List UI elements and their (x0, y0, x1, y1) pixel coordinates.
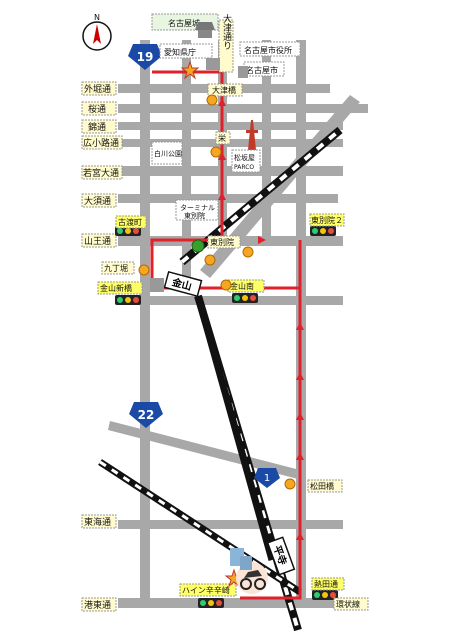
station-jingu-box (266, 536, 296, 576)
road-osu (118, 194, 338, 203)
road-nishiki (118, 122, 343, 130)
street-otsu: 大津通り (221, 13, 232, 50)
label-higashibetsuin: 東別院 (210, 237, 234, 247)
landmark-higashi-betsuin-temple: 東別院 (184, 211, 205, 220)
building-icon (150, 278, 164, 292)
route-arrow (218, 192, 226, 200)
landmarks: 名古屋城 愛知県庁 名古屋市役所 名古屋市 白川公園 松坂屋 PARCO ターミ… (151, 13, 301, 221)
tv-tower-icon (246, 120, 258, 150)
station-dot (284, 478, 296, 490)
route-arrow (296, 322, 304, 330)
route-arrow (218, 152, 226, 160)
road-diag-ne (200, 95, 360, 278)
landmark-nagoya-castle-alt: 名古屋市 (246, 65, 278, 75)
landmark-terrace: ターミナル (180, 203, 215, 212)
road-kanayama (118, 296, 343, 305)
label-otsubashi: 大津橋 (212, 85, 236, 95)
station-dot (242, 246, 254, 258)
station-dot (206, 94, 218, 106)
route-arrow (296, 532, 304, 540)
route-arrow (296, 412, 304, 420)
roads (108, 40, 368, 608)
route-arrow (296, 452, 304, 460)
label-kanayama-minami: 金山南 (230, 281, 254, 291)
landmark-aichi-pref: 愛知県庁 (164, 47, 196, 57)
landmark-nagoya-castle: 名古屋城 (168, 18, 200, 28)
street-osu: 大須通 (84, 195, 111, 207)
route-arrow (258, 236, 266, 244)
traffic-lights (115, 226, 338, 608)
station-kanayama-box (163, 270, 203, 298)
road-sakura (118, 104, 368, 113)
street-sanno: 山王通 (84, 236, 111, 247)
route-sign-22: 22 (129, 402, 163, 428)
label-kanayama-shin: 金山新橋 (100, 283, 132, 293)
label-sakae: 栄 (218, 133, 226, 143)
vertical-street-label: 大津通り (218, 13, 234, 73)
svg-text:22: 22 (138, 408, 155, 422)
street-wakamiya: 若宮大通 (83, 167, 119, 179)
traffic-light-icon (232, 293, 258, 303)
station-dot (138, 264, 150, 276)
landmark-nagoya-city: 名古屋市役所 (244, 45, 292, 55)
label-matsudabashi: 松田橋 (310, 481, 334, 491)
street-sakura: 桜通 (88, 103, 106, 115)
label-kanjosen: 環状線 (336, 599, 360, 609)
traffic-light-icon (115, 295, 141, 305)
route-sign-19: 19 (128, 44, 162, 70)
landmark-matsuzakaya: 松坂屋 (234, 153, 255, 162)
street-labels: 外堀通 桜通 錦通 広小路通 若宮大通 大須通 山王通 東海通 港東通 (81, 81, 123, 612)
railway-jr2-dash (99, 460, 301, 594)
label-higashibetsuin2: 東別院２ (311, 215, 343, 225)
label-kokuracho: 古渡町 (118, 217, 142, 227)
road-tokai (118, 520, 343, 529)
street-tokai: 東海通 (84, 516, 111, 528)
street-minatomachi: 港東通 (84, 599, 111, 611)
station-dot (210, 146, 222, 158)
compass-icon: N (82, 13, 112, 51)
street-nishiki: 錦通 (88, 121, 106, 133)
route-sign-1: 1 (254, 468, 280, 488)
start-marker-icon (191, 239, 205, 253)
landmark-parco: PARCO (234, 164, 254, 171)
traffic-light-icon (312, 590, 338, 600)
traffic-light-icon (198, 598, 224, 608)
station-dot (204, 254, 216, 266)
label-arakibashi: 熱田通 (314, 579, 338, 589)
landmark-shirakawa: 白川公園 (154, 149, 182, 158)
road-v4 (262, 40, 271, 240)
street-hirokoji: 広小路通 (83, 137, 119, 149)
building-icon (206, 58, 248, 78)
station-markers (138, 94, 296, 490)
road-minato (118, 598, 343, 608)
castle-icon (195, 22, 215, 38)
building-icon (230, 548, 252, 570)
railways (98, 126, 343, 632)
route-arrow (218, 98, 226, 106)
railway-tokaido (194, 295, 276, 561)
label-mizuho: ハイン辛辛崎 (182, 585, 230, 595)
route-arrow (296, 372, 304, 380)
road-v1 (140, 40, 150, 605)
label-kyuchobori: 九丁堀 (104, 264, 128, 273)
station-badges: 金山 平寺 (163, 270, 296, 576)
street-sotobori: 外堀通 (84, 83, 111, 95)
traffic-light-icon (310, 226, 336, 236)
svg-text:19: 19 (137, 50, 154, 64)
road-wakamiya (118, 166, 343, 176)
svg-text:1: 1 (264, 473, 270, 484)
compass-label: N (94, 13, 100, 22)
station-dot (220, 279, 232, 291)
road-v2 (182, 40, 191, 290)
intersection-labels: 大津橋 栄 東別院 古渡町 東別院２ 金山新橋 金山南 九丁堀 松田橋 熱田通 … (97, 83, 369, 611)
